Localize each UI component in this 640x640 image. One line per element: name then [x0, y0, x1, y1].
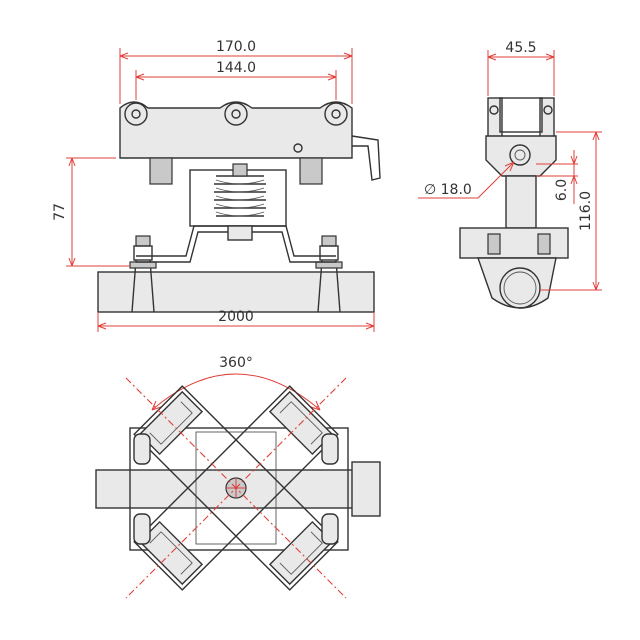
- dimension-text-diameter: ∅ 18.0: [424, 182, 472, 198]
- top-view: 360°: [95, 355, 381, 599]
- dimension-height-77: 77: [52, 157, 130, 267]
- dimension-overall-width: 170.0: [119, 39, 353, 104]
- top-frame: [129, 427, 349, 551]
- bolt-left: [149, 157, 173, 185]
- pivot-hole: [509, 144, 531, 166]
- dimension-side-width: 45.5: [487, 40, 555, 96]
- center-lines: [125, 377, 347, 599]
- dimension-side-height: 116.0: [540, 131, 602, 291]
- front-view: 170.0 144.0 77 2000: [52, 39, 381, 332]
- dimension-hole-diameter: ∅ 18.0: [418, 161, 515, 199]
- clamp-base: [459, 227, 569, 259]
- bolt-right: [299, 157, 323, 185]
- dimension-text-45-5: 45.5: [505, 40, 536, 56]
- spring-assembly: [189, 163, 287, 241]
- dimension-text-6: 6.0: [554, 179, 570, 201]
- dimension-offset-6: 6.0: [536, 150, 578, 204]
- dimension-text-170: 170.0: [216, 39, 256, 55]
- trolley-wheels: [124, 102, 348, 153]
- side-view: 45.5 ∅ 18.0 6.0 116.0: [418, 40, 602, 309]
- rail-beam: [97, 271, 375, 313]
- dimension-text-144: 144.0: [216, 60, 256, 76]
- rotation-arc: [151, 373, 321, 411]
- side-column: [505, 175, 537, 229]
- latch-handle: [351, 135, 381, 181]
- dimension-text-2000: 2000: [218, 309, 254, 325]
- pivot-body: [485, 135, 557, 177]
- rail-ring: [477, 257, 557, 309]
- top-wheels: [133, 433, 339, 545]
- dimension-text-77: 77: [52, 203, 68, 221]
- trolley-body: [119, 101, 353, 159]
- rotation-text: 360°: [219, 355, 253, 371]
- dimension-text-116: 116.0: [578, 191, 594, 231]
- dimension-beam-length: 2000: [97, 309, 375, 332]
- dimension-wheel-span: 144.0: [135, 60, 337, 100]
